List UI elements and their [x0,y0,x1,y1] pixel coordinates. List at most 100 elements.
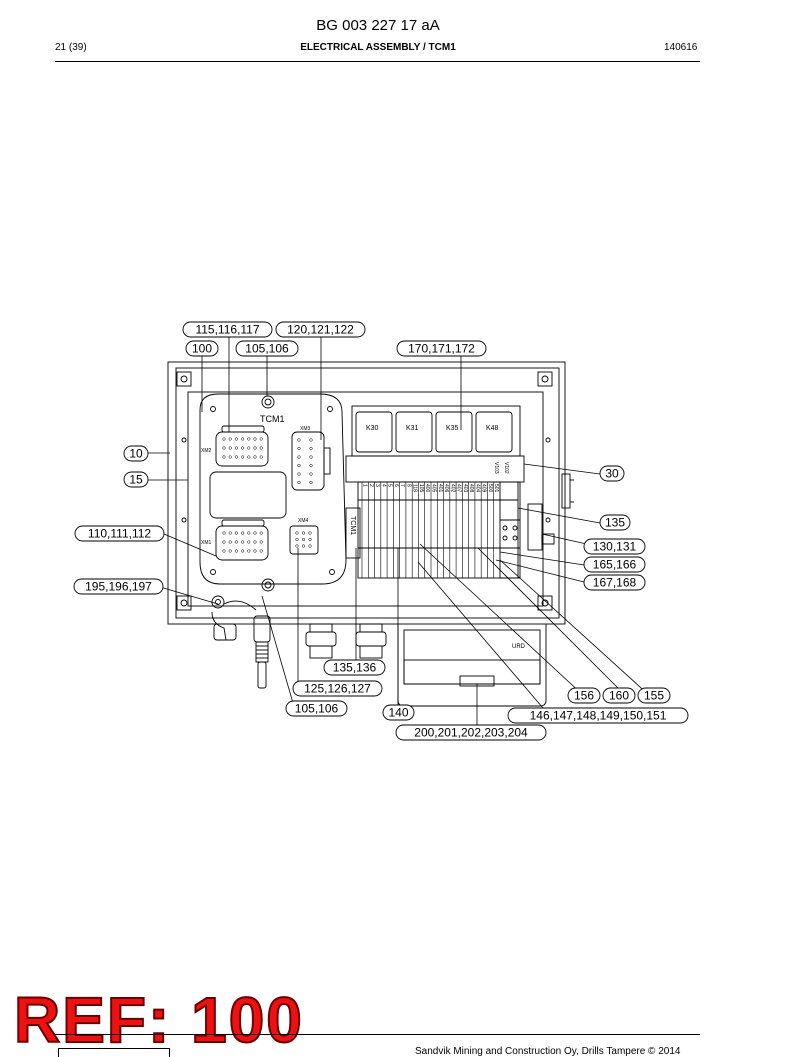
mounting-holes [176,371,553,611]
connector-pin [297,446,301,451]
callout-195: 195,196,197 [73,578,164,595]
callout-15: 15 [123,471,149,488]
connector-pin [309,480,313,485]
connector-pin [259,549,263,553]
terminal-label: 409 [481,484,487,493]
connector-pin [234,446,238,450]
svg-text:120,121,122: 120,121,122 [287,323,354,337]
svg-text:195,196,197: 195,196,197 [85,580,152,594]
footer-copyright: Sandvik Mining and Construction Oy, Dril… [415,1046,681,1057]
connector-pin [295,544,299,548]
connector-pin [308,537,312,542]
relay-label-k35: K35 [446,425,459,432]
connector-pin [222,531,226,535]
svg-text:30: 30 [605,467,619,481]
terminal-label: 408 [468,484,474,493]
callout-155: 155 [637,687,671,704]
connector-pin [241,437,245,441]
connector-pin [297,438,301,442]
svg-text:135,136: 135,136 [333,661,377,675]
callout-170: 170,171,172 [396,340,487,357]
callout-30: 30 [599,465,625,482]
connector-pin [297,463,301,468]
connector-pin [247,531,251,535]
svg-text:170,171,172: 170,171,172 [408,342,475,356]
connector-pin [295,531,299,535]
callout-160: 160 [602,687,636,704]
terminal-label: 400 [424,484,430,493]
terminal-label: 4 [380,484,386,487]
terminal-label: 407 [456,484,462,493]
urd-label: URD [512,644,526,650]
svg-text:200,201,202,203,204: 200,201,202,203,204 [414,726,528,740]
connector-pin [308,544,312,548]
svg-text:155: 155 [644,689,664,703]
connector-pin [234,549,238,553]
connector-pin [259,531,263,535]
connector-pin [228,531,232,535]
cable-gland-right [355,623,387,659]
enclosure-outer [167,361,566,625]
connector-pin [259,446,263,450]
svg-text:125,126,127: 125,126,127 [304,682,371,696]
terminal-label: 405 [431,484,437,493]
connector-pin [241,446,245,450]
connector-pin [234,531,238,535]
connector-pin [259,540,263,544]
connector-pins [222,437,313,553]
terminal-block [357,481,519,579]
connector-pin [241,531,245,535]
connector-pin [259,437,263,441]
connector-pin [234,455,238,459]
callout-146: 146,147,148,149,150,151 [507,707,689,724]
document-number: BG 003 227 17 aA [316,17,440,34]
end-terminal [499,481,521,579]
connector-pin [301,531,306,535]
connector-pin [247,446,251,450]
terminal-label: 500 [487,484,493,493]
connector-pin [241,540,245,544]
tcm1-module [199,393,347,585]
relay-label-k30: K30 [366,425,379,432]
terminal-label: 5 [387,484,393,487]
terminal-label: 404 [474,484,480,493]
connector-pin [222,446,226,450]
page-number: 21 (39) [55,42,87,53]
svg-text:110,111,112: 110,111,112 [88,527,151,541]
svg-text:105,106: 105,106 [245,342,289,356]
connector-pin [234,437,238,441]
connector-pin [241,549,245,553]
callout-100: 100 [185,340,219,357]
terminal-label: 118 [412,484,418,492]
urd-module [397,624,547,707]
svg-text:100: 100 [192,342,212,356]
relay-k35 [435,411,473,453]
callout-110: 110,111,112 [74,525,165,542]
connector-pin [253,455,257,459]
connector-pin [309,472,313,476]
page-title: ELECTRICAL ASSEMBLY / TCM1 [300,42,456,53]
ref-stamp: REF: 100 [13,984,304,1056]
terminal-label: 406 [443,484,449,493]
terminal-label: 403 [462,484,468,493]
display-window [209,471,287,519]
document-date: 140616 [664,42,698,53]
connector-pin [309,455,313,459]
callout-165: 165,166 [583,556,646,573]
xm4-connector [289,525,319,555]
callout-105-top: 105,106 [235,340,299,357]
connector-pin [228,437,232,441]
callout-135: 135 [599,514,631,531]
connector-pin [222,549,226,553]
connector-pin [297,455,301,459]
leader-lines [148,337,651,725]
terminal-label: 501 [493,484,499,493]
v103-label: V103 [493,462,499,474]
svg-text:165,166: 165,166 [593,558,637,572]
terminal-block-label: TCM1 [349,516,356,535]
svg-text:160: 160 [609,689,629,703]
terminal-label: 105 [418,484,424,493]
connector-pin [228,446,232,450]
